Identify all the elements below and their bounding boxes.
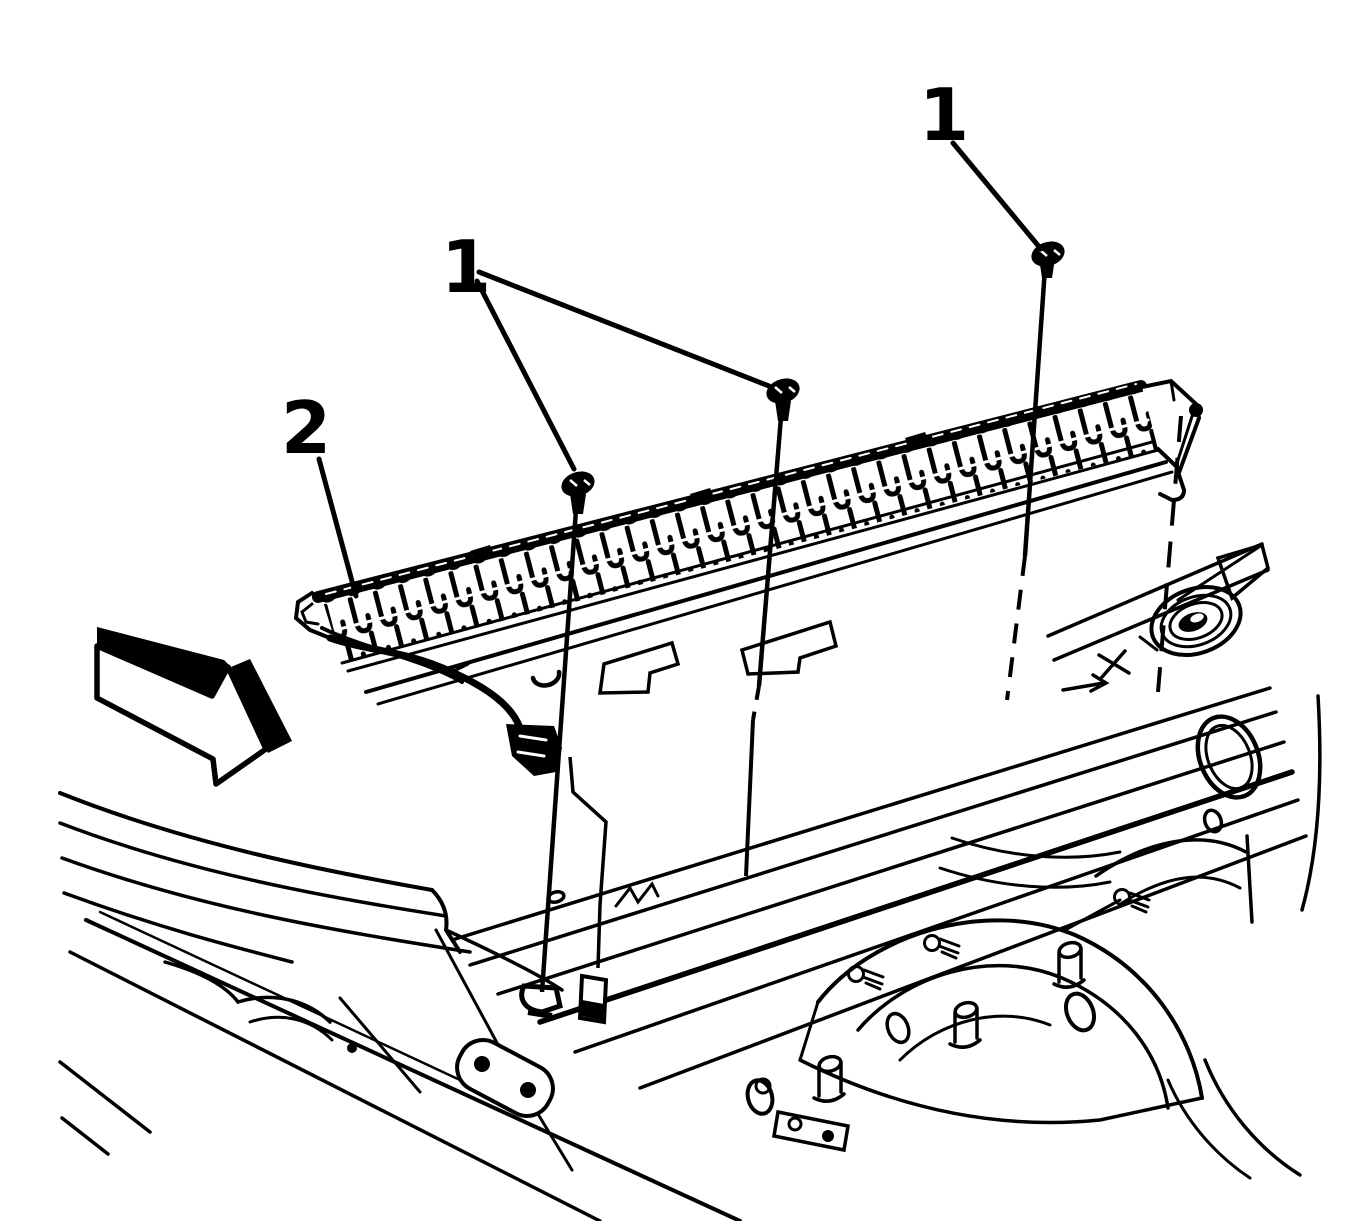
wiper-module: [163, 960, 851, 1153]
beam-bracket-plate: [455, 1038, 555, 1118]
panel-front-notches: [597, 619, 839, 695]
cowl-mount-clips: [519, 889, 609, 1025]
callout-leader-lines: [316, 140, 1044, 599]
screw-shaft: [539, 509, 579, 993]
callout-2-panel: 2: [281, 386, 331, 470]
panel-rear-band: [312, 380, 1147, 603]
cowl-side-openings: [1195, 694, 1322, 924]
panel-clip-tabs: [470, 432, 929, 560]
callout-1-rear: 1: [919, 73, 969, 157]
vehicle-structure: [58, 542, 1322, 1221]
panel-left-tip: [293, 590, 562, 776]
screw-collar: [570, 494, 586, 514]
screw-rear-dashed-line: [1005, 555, 1027, 701]
screw-front-left: [539, 471, 595, 993]
cowl-vent-grille-panel: [293, 378, 1203, 776]
screw-shaft: [1022, 267, 1048, 557]
panel-tab-guide-line: [568, 756, 608, 969]
screw-head-icon: [561, 471, 595, 497]
leader-callout1-to-left-screw: [474, 278, 577, 472]
lower-beam: [58, 910, 742, 1221]
panel-corner-dashed-line: [1156, 415, 1183, 693]
screw-collar: [775, 401, 791, 421]
leader-callout2: [316, 456, 359, 599]
screw-head-icon: [766, 378, 800, 404]
small-bolt-icons: [847, 888, 1151, 991]
grille-slats: [320, 380, 1158, 663]
callout-1-front: 1: [441, 225, 491, 309]
installation-trajectory-lines: [519, 415, 1183, 1025]
leader-callout1-rear: [950, 140, 1044, 252]
screw-shaft: [756, 416, 784, 687]
wiper-pivot-grommet: [1149, 585, 1243, 657]
cowl-tray-lines: [450, 542, 1308, 1090]
leader-callout1-to-right-screw: [476, 269, 772, 389]
direction-arrow-icon: [94, 627, 292, 787]
screw-front-right: [744, 378, 800, 877]
strut-studs: [812, 940, 1086, 1103]
install-direction-mark: [1061, 635, 1159, 693]
